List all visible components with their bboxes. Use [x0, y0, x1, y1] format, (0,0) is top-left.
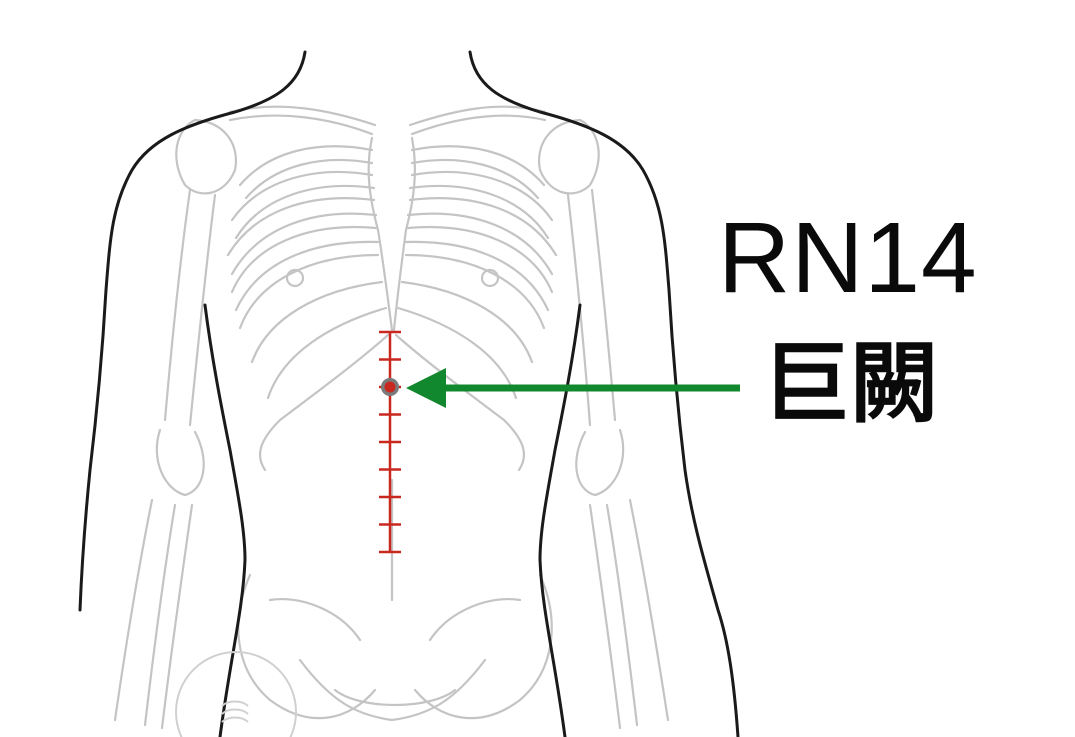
acupoint-code-label: RN14 — [718, 202, 978, 314]
skeleton — [113, 105, 670, 730]
acupoint-name-label: 巨闕 — [762, 332, 939, 435]
pointer-arrow — [406, 368, 740, 408]
watermark-seal — [175, 651, 297, 737]
acupoint-marker — [384, 381, 396, 393]
arrow-head — [406, 368, 446, 408]
body-outline — [78, 50, 740, 737]
meridian-scale — [379, 330, 401, 554]
